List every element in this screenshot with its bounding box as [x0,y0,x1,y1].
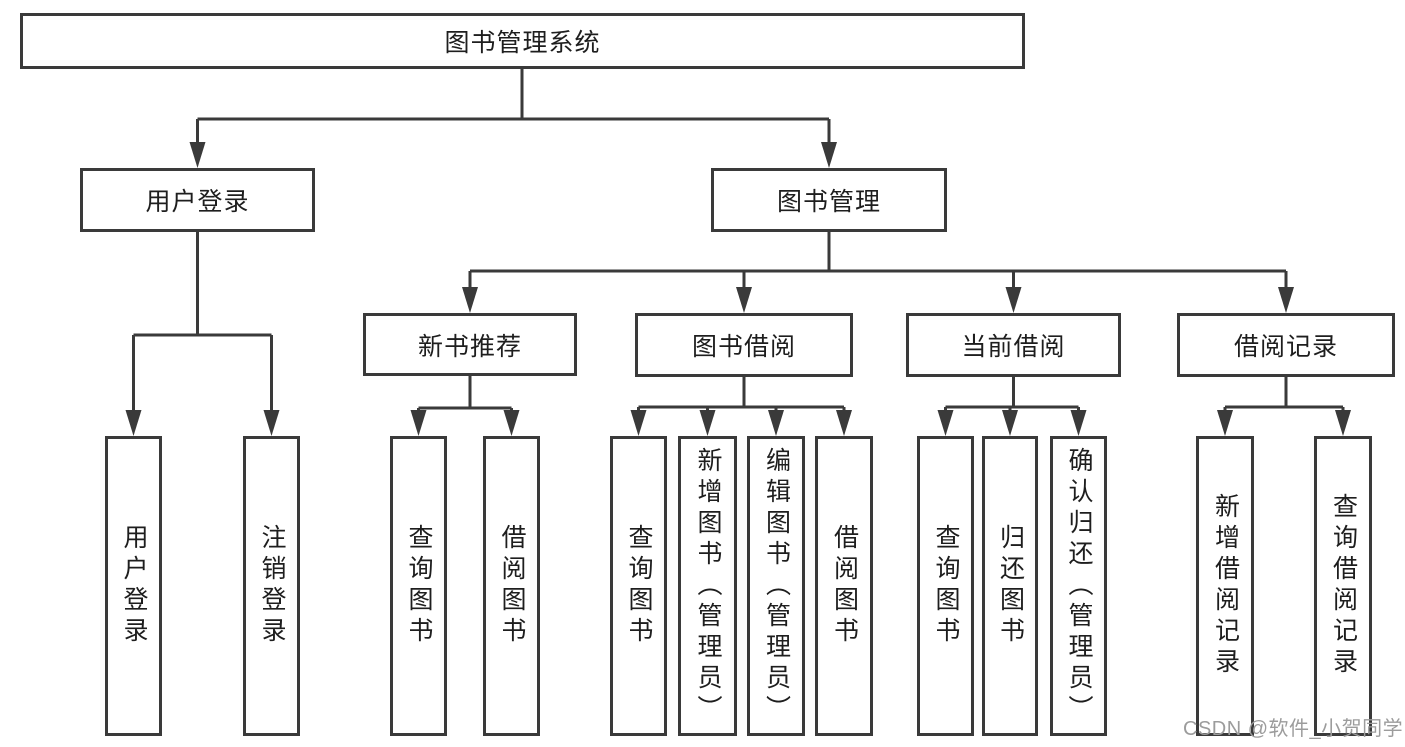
leaf-query-books-recommend: 查询图书 [390,436,447,736]
arrowhead-icon [410,410,427,436]
node-library-management-system: 图书管理系统 [20,13,1025,69]
connector-user-login-children [132,232,273,411]
node-book-management: 图书管理 [711,168,947,232]
leaf-add-borrow-record: 新增借阅记录 [1196,436,1254,736]
connector-root-to-level2 [196,69,831,143]
node-label: 新增图书（管理员） [694,446,722,726]
arrowhead-icon [189,142,206,168]
connector-book-management-children [468,232,1288,288]
leaf-add-books-admin: 新增图书（管理员） [678,436,737,736]
node-book-borrowing: 图书借阅 [635,313,853,377]
node-label: 借阅图书 [498,524,526,648]
node-label: 图书管理 [776,188,881,216]
arrowhead-icon [630,410,647,436]
node-label: 当前借阅 [961,333,1066,361]
node-label: 确认归还（管理员） [1065,446,1093,726]
arrowhead-icon [1002,410,1018,436]
leaf-edit-books-admin: 编辑图书（管理员） [747,436,805,736]
node-label: 查询图书 [932,524,960,648]
arrowhead-icon [937,410,954,436]
connector-current-borrow-children [944,377,1080,411]
node-label: 新书推荐 [417,332,522,361]
leaf-query-books-borrow: 查询图书 [610,436,667,736]
arrowhead-icon [1005,287,1022,313]
node-label: 图书管理系统 [444,29,601,57]
node-label: 归还图书 [996,524,1025,648]
arrowhead-icon [736,287,752,313]
arrowhead-icon [503,410,520,436]
arrowhead-icon [125,410,142,436]
leaf-query-borrow-record: 查询借阅记录 [1314,436,1372,736]
node-label: 查询借阅记录 [1329,493,1358,679]
node-label: 注销登录 [258,524,286,648]
node-label: 借阅图书 [830,524,859,648]
arrowhead-icon [1217,410,1233,436]
node-label: 用户登录 [145,188,250,216]
arrowhead-icon [1278,287,1294,313]
connector-new-book-children [417,376,513,411]
node-label: 借阅记录 [1233,333,1338,361]
arrowhead-icon [699,410,716,436]
node-label: 图书借阅 [691,333,796,361]
leaf-logout: 注销登录 [243,436,300,736]
leaf-borrow-books-recommend: 借阅图书 [483,436,540,736]
node-current-borrowing: 当前借阅 [906,313,1121,377]
csdn-watermark: CSDN @软件_小贺同学 [1183,718,1404,740]
arrowhead-icon [1335,410,1351,436]
connector-book-borrow-children [637,377,846,411]
arrowhead-icon [768,410,784,436]
leaf-confirm-return-admin: 确认归还（管理员） [1050,436,1107,736]
connector-borrow-records-children [1223,377,1345,411]
arrowhead-icon [821,142,837,168]
node-label: 新增借阅记录 [1211,493,1240,679]
leaf-borrow-books: 借阅图书 [815,436,873,736]
node-label: 用户登录 [120,524,148,648]
leaf-user-login: 用户登录 [105,436,162,736]
node-label: 编辑图书（管理员） [762,446,791,726]
node-label: 查询图书 [405,524,433,648]
leaf-query-books-current: 查询图书 [917,436,974,736]
arrowhead-icon [462,287,478,313]
arrowhead-icon [1070,410,1087,436]
arrowhead-icon [263,410,280,436]
node-label: 查询图书 [625,524,653,648]
arrowhead-icon [836,410,852,436]
node-user-login: 用户登录 [80,168,315,232]
node-new-book-recommendation: 新书推荐 [363,313,577,376]
leaf-return-books: 归还图书 [982,436,1038,736]
node-borrowing-records: 借阅记录 [1177,313,1395,377]
